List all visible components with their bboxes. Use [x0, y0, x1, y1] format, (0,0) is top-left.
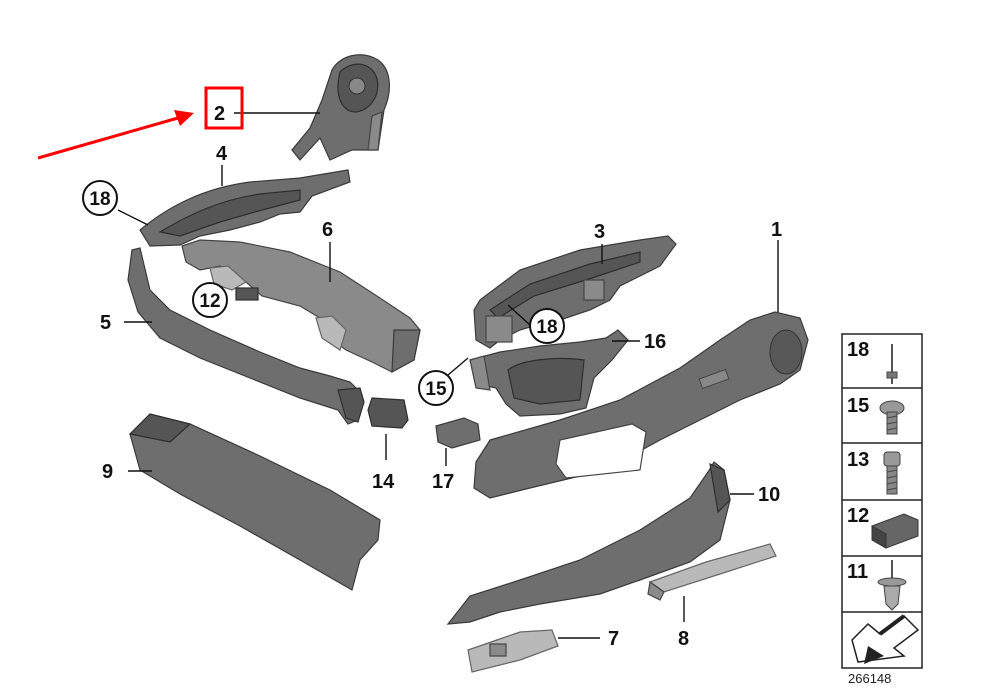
callout-9: 9 — [102, 461, 113, 483]
pin-icon — [886, 344, 898, 384]
callout-10: 10 — [758, 484, 780, 506]
callout-1: 1 — [771, 219, 782, 241]
part-16-mechanism[interactable] — [469, 329, 629, 417]
leader-lines — [117, 112, 779, 639]
callout-18b: 18 — [536, 317, 557, 338]
callout-12-circle — [192, 282, 228, 318]
legend-label-11: 11 — [847, 561, 868, 583]
callout-16: 16 — [644, 331, 666, 353]
part-9-cover-panel[interactable] — [128, 413, 381, 591]
callout-labels: 2 4 18 6 12 5 3 1 18 16 15 9 14 17 10 7 … — [82, 103, 782, 650]
legend-label-12: 12 — [847, 505, 869, 527]
part-8-rail-cover[interactable] — [647, 543, 777, 601]
callout-12: 12 — [199, 291, 220, 312]
callout-15: 15 — [425, 379, 447, 400]
callout-14: 14 — [372, 471, 395, 493]
callout-2: 2 — [214, 103, 225, 125]
part-5-side-trim[interactable] — [127, 247, 365, 425]
legend-item-15: 15 — [847, 395, 905, 435]
highlight-box — [204, 86, 244, 130]
part-2-hinge-cover[interactable] — [291, 54, 390, 161]
callout-15-circle — [418, 370, 454, 406]
diagram-number: 266148 — [848, 671, 891, 686]
red-arrow-shaft — [37, 116, 179, 160]
part-14-cap[interactable] — [367, 397, 409, 429]
torx-screw-icon — [879, 400, 905, 435]
legend-item-18: 18 — [847, 339, 898, 384]
bolt-icon — [883, 451, 901, 495]
part-12-clip[interactable] — [235, 287, 259, 301]
legend-label-15: 15 — [847, 395, 869, 417]
part-1-side-panel[interactable] — [473, 311, 809, 499]
legend-label-18: 18 — [847, 339, 869, 361]
callout-6: 6 — [322, 219, 333, 241]
callout-7: 7 — [608, 628, 619, 650]
part-6-trim-cover[interactable] — [181, 239, 421, 374]
part-10-lower-trim[interactable] — [446, 461, 731, 625]
highlight-annotation — [37, 86, 244, 160]
clip-nut-icon — [871, 513, 919, 549]
callout-18b-circle — [529, 308, 565, 344]
legend-item-12: 12 — [847, 505, 919, 549]
callout-18-circle — [82, 180, 118, 216]
direction-arrow-icon — [851, 614, 920, 664]
callout-8: 8 — [678, 628, 689, 650]
red-arrow-head-icon — [174, 110, 194, 126]
fastener-legend: 18 15 13 — [841, 333, 923, 669]
callout-5: 5 — [100, 312, 111, 334]
legend-label-13: 13 — [847, 449, 869, 471]
legend-item-13: 13 — [847, 449, 901, 495]
part-7-rail-cover[interactable] — [467, 629, 559, 673]
expanding-rivet-icon — [877, 560, 907, 611]
part-17-button-cover[interactable] — [435, 417, 481, 449]
part-4-trim-strip[interactable] — [139, 169, 351, 247]
callout-17: 17 — [432, 471, 454, 493]
callout-18a: 18 — [89, 189, 110, 210]
callout-3: 3 — [594, 221, 605, 243]
legend-item-11: 11 — [847, 560, 907, 611]
callout-4: 4 — [216, 143, 228, 165]
